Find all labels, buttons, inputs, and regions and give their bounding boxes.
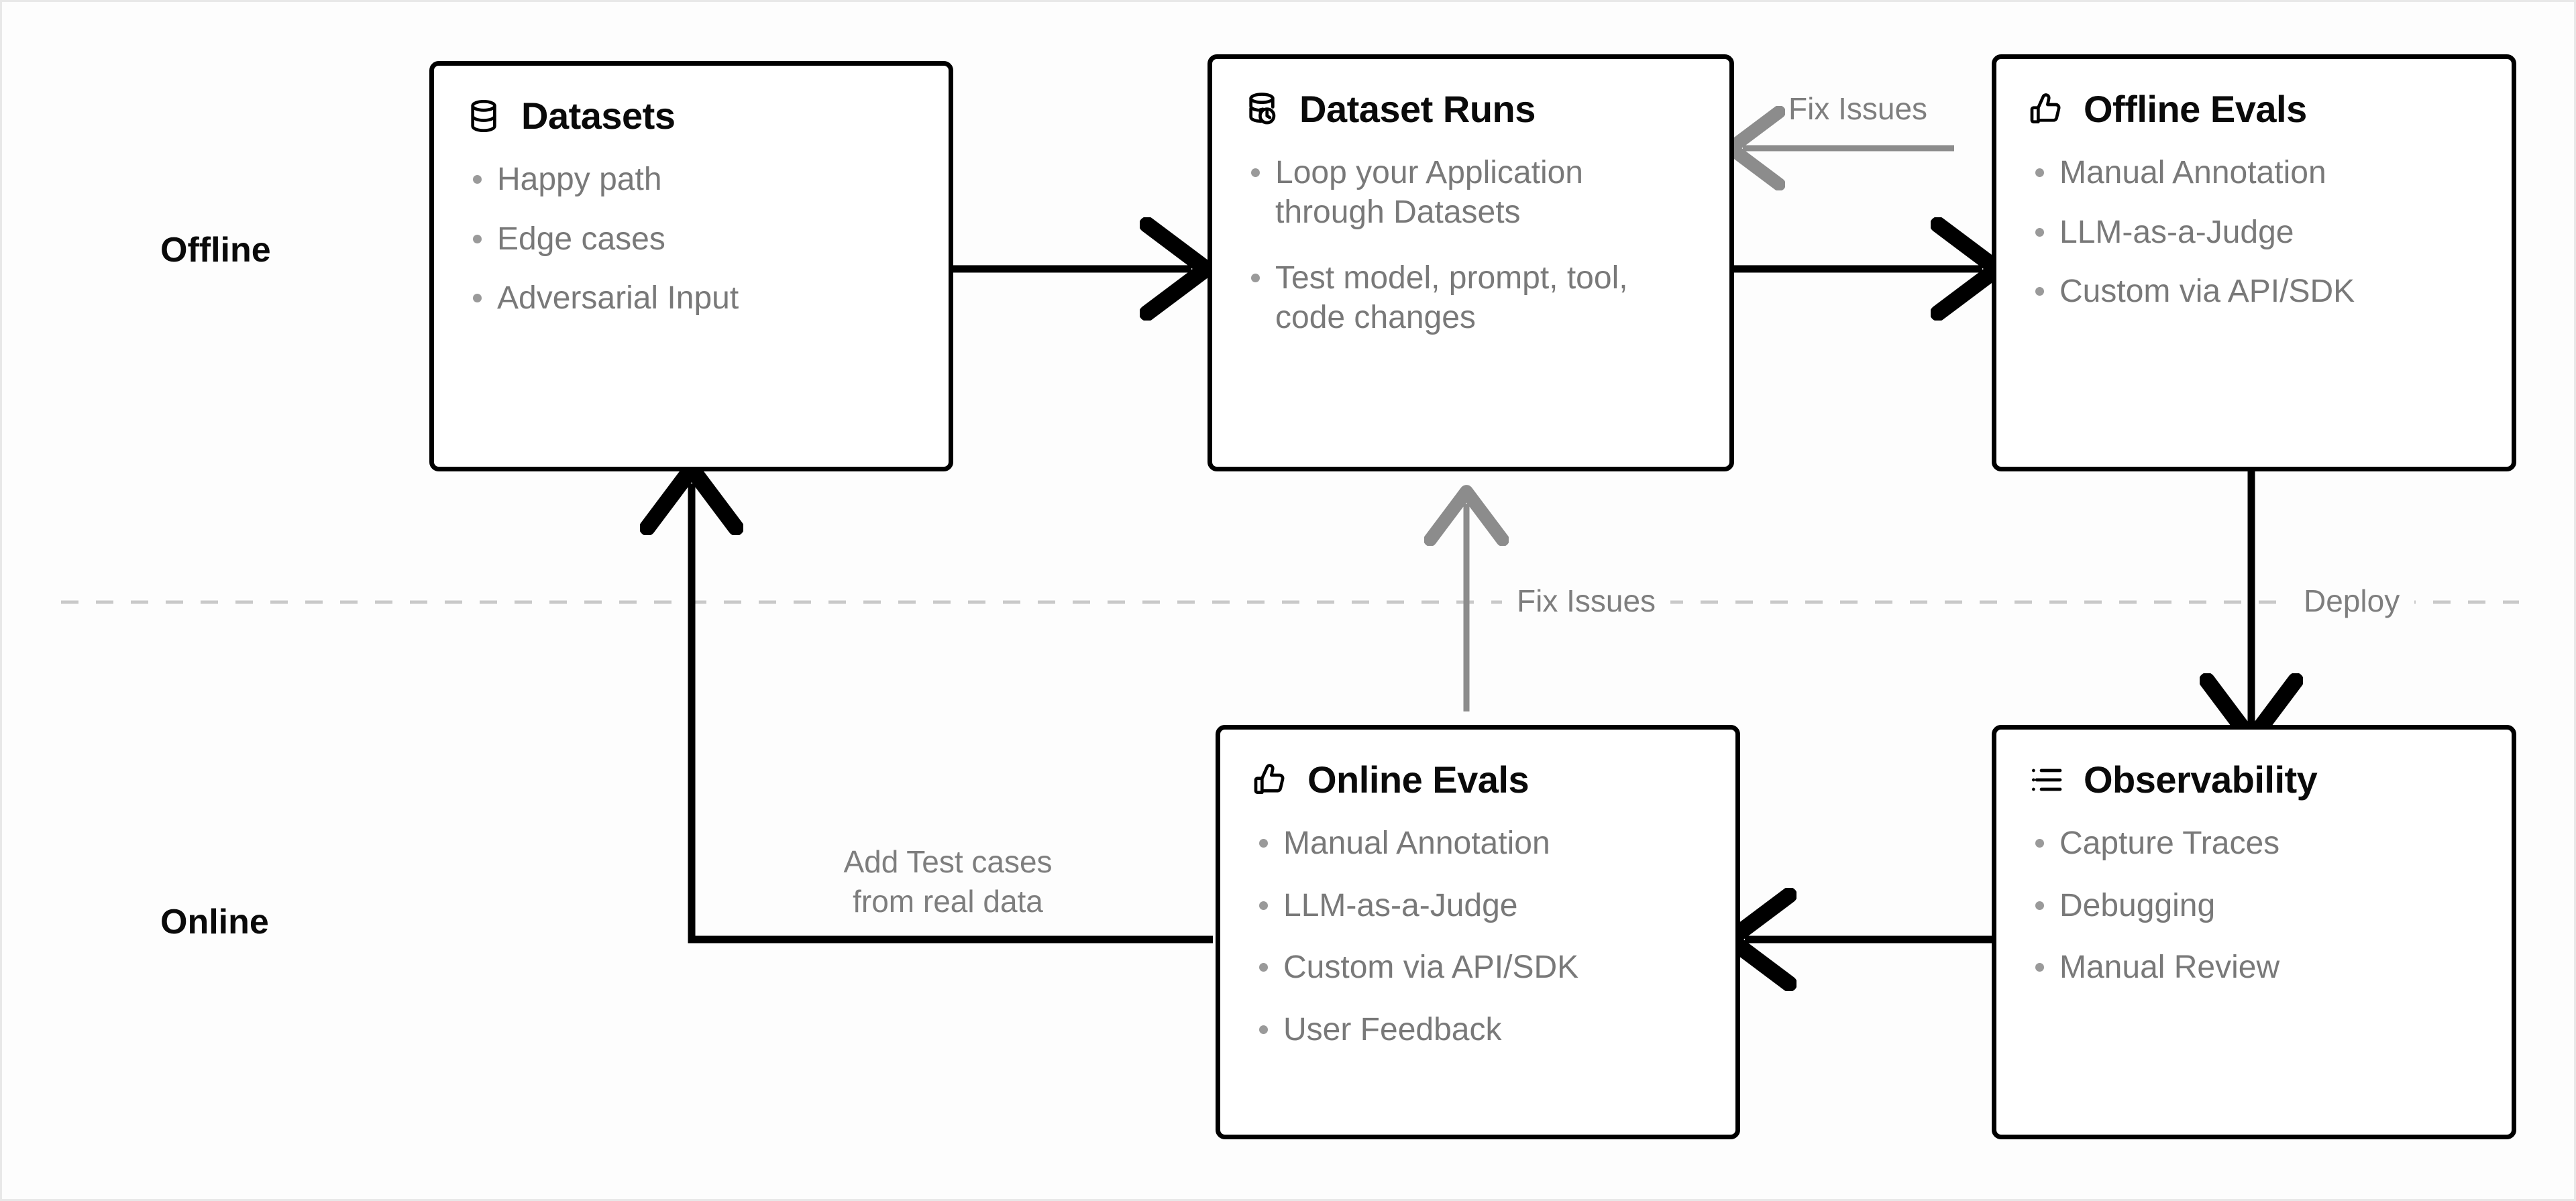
node-dataset-runs[interactable]: Dataset Runs Loop your Application throu…	[1208, 54, 1734, 471]
thumbs-up-icon	[1254, 763, 1285, 794]
list-item: Manual Review	[2027, 948, 2481, 988]
node-offline-evals-bullets: Manual Annotation LLM-as-a-Judge Custom …	[2027, 154, 2481, 312]
list-item: Manual Annotation	[2027, 154, 2481, 193]
node-online-evals[interactable]: Online Evals Manual Annotation LLM-as-a-…	[1216, 725, 1740, 1139]
list-item: Manual Annotation	[1251, 824, 1705, 864]
node-observability[interactable]: Observability Capture Traces Debugging M…	[1992, 725, 2516, 1139]
edge-label-deploy: Deploy	[2289, 585, 2415, 616]
list-item: User Feedback	[1251, 1011, 1705, 1050]
edge-label-add-test-cases: Add Test cases from real data	[807, 842, 1089, 921]
list-item: Test model, prompt, tool, code changes	[1243, 259, 1699, 337]
section-label-online: Online	[160, 903, 269, 941]
node-online-evals-header: Online Evals	[1251, 758, 1705, 801]
node-dataset-runs-header: Dataset Runs	[1243, 87, 1699, 131]
list-item: LLM-as-a-Judge	[1251, 887, 1705, 926]
node-datasets-bullets: Happy path Edge cases Adversarial Input	[465, 160, 918, 319]
list-item: Adversarial Input	[465, 279, 918, 319]
node-observability-header: Observability	[2027, 758, 2481, 801]
node-dataset-runs-title: Dataset Runs	[1299, 88, 1536, 130]
edge-label-fix-issues-divider: Fix Issues	[1502, 585, 1671, 616]
edge-label-add-test-cases-line1: Add Test cases	[843, 844, 1053, 879]
node-online-evals-title: Online Evals	[1307, 758, 1529, 801]
list-item: Debugging	[2027, 887, 2481, 926]
node-dataset-runs-bullets: Loop your Application through Datasets T…	[1243, 154, 1699, 337]
node-observability-title: Observability	[2084, 758, 2318, 801]
node-datasets-title: Datasets	[521, 95, 676, 137]
node-datasets-header: Datasets	[465, 94, 918, 137]
database-refresh-icon	[1249, 92, 1276, 124]
list-item: Happy path	[465, 160, 918, 200]
list-item: LLM-as-a-Judge	[2027, 213, 2481, 253]
node-offline-evals[interactable]: Offline Evals Manual Annotation LLM-as-a…	[1992, 54, 2516, 471]
list-item: Custom via API/SDK	[1251, 948, 1705, 988]
node-online-evals-bullets: Manual Annotation LLM-as-a-Judge Custom …	[1251, 824, 1705, 1049]
section-label-offline: Offline	[160, 231, 271, 270]
list-item: Loop your Application through Datasets	[1243, 154, 1699, 232]
thumbs-up-icon	[2030, 93, 2061, 123]
edge-label-fix-issues-top: Fix Issues	[1788, 91, 1928, 126]
list-item: Custom via API/SDK	[2027, 272, 2481, 312]
node-offline-evals-title: Offline Evals	[2084, 88, 2307, 130]
node-offline-evals-header: Offline Evals	[2027, 87, 2481, 131]
node-observability-bullets: Capture Traces Debugging Manual Review	[2027, 824, 2481, 988]
database-icon	[471, 99, 496, 132]
edge-label-add-test-cases-line2: from real data	[853, 883, 1043, 919]
list-icon	[2032, 768, 2062, 791]
node-datasets[interactable]: Datasets Happy path Edge cases Adversari…	[429, 61, 953, 471]
list-item: Capture Traces	[2027, 824, 2481, 864]
list-item: Edge cases	[465, 220, 918, 260]
